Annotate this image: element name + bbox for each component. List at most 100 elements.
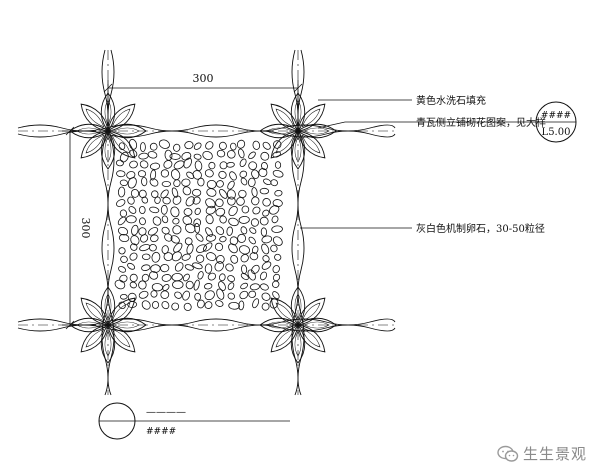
- pebble: [182, 290, 191, 301]
- pebble: [115, 159, 124, 167]
- pebble: [247, 269, 256, 281]
- pebble: [192, 196, 201, 205]
- pebble: [160, 263, 170, 273]
- pebble: [151, 283, 163, 292]
- pebble: [154, 196, 161, 204]
- pebble: [161, 245, 169, 254]
- pebble: [274, 161, 282, 169]
- pebble: [215, 300, 224, 307]
- pebble: [150, 290, 158, 298]
- pebble: [225, 263, 234, 272]
- pebble: [269, 205, 280, 215]
- pebble: [147, 151, 158, 159]
- pebble: [149, 271, 159, 280]
- dimension-vertical: [62, 126, 96, 330]
- pebble: [239, 170, 248, 178]
- pebble: [227, 275, 235, 283]
- pebble: [251, 187, 258, 198]
- pebble: [138, 290, 149, 299]
- pebble: [173, 143, 181, 152]
- pebble: [192, 262, 203, 270]
- pebble: [205, 141, 214, 150]
- pebble: [196, 244, 207, 253]
- pebble: [240, 273, 249, 281]
- pebble: [149, 206, 160, 214]
- pebble: [262, 141, 271, 150]
- pebble: [272, 291, 280, 300]
- pebble: [181, 178, 191, 187]
- pebble: [117, 226, 129, 236]
- pebble: [261, 243, 270, 255]
- pebble: [219, 215, 227, 224]
- pebble: [139, 142, 146, 153]
- pebble: [218, 273, 226, 282]
- pebble: [118, 266, 127, 273]
- pebble: [248, 151, 256, 160]
- pebble: [141, 196, 149, 204]
- pebble: [259, 271, 268, 281]
- pebble: [204, 301, 213, 309]
- pebble: [141, 264, 151, 271]
- pebble: [258, 168, 268, 178]
- pebble: [227, 150, 236, 159]
- pebble: [228, 205, 238, 217]
- pebble: [171, 187, 179, 198]
- pebble: [227, 196, 236, 206]
- pebble: [170, 235, 180, 244]
- pebble: [151, 251, 161, 263]
- pebble: [206, 188, 217, 197]
- title-block-number: ####: [146, 427, 176, 437]
- pebble: [193, 153, 202, 160]
- detail-reference-number: ####: [541, 111, 571, 121]
- pebble: [184, 141, 194, 150]
- pebble: [183, 157, 192, 169]
- dimension-horizontal-label: 300: [193, 72, 214, 85]
- wechat-icon: [497, 445, 519, 462]
- pebble: [207, 272, 217, 281]
- pebble: [119, 209, 128, 218]
- pebble: [193, 218, 202, 227]
- pebble: [192, 188, 202, 197]
- pebble: [139, 160, 149, 169]
- pebble: [127, 262, 136, 270]
- pebble: [259, 187, 270, 195]
- pebble: [171, 251, 182, 262]
- pebble: [270, 244, 278, 253]
- pebble: [228, 301, 240, 310]
- pebble: [261, 235, 273, 244]
- pebble: [274, 253, 282, 261]
- pebble: [205, 205, 216, 215]
- pebble: [140, 234, 149, 243]
- pebble: [170, 169, 181, 181]
- pebble: [131, 224, 139, 236]
- pebble: [241, 205, 250, 214]
- pebble: [129, 252, 138, 261]
- dimension-vertical-label: 300: [79, 218, 92, 239]
- pebble: [241, 264, 248, 274]
- pebble: [163, 252, 173, 262]
- pebble: [118, 301, 126, 310]
- pebble: [252, 298, 260, 309]
- pebble: [262, 209, 270, 217]
- pebble: [185, 223, 196, 234]
- pebble: [193, 142, 202, 150]
- pebble: [116, 199, 126, 207]
- pebble: [141, 253, 151, 261]
- pebble: [130, 243, 138, 251]
- pebble: [114, 279, 126, 290]
- pebble: [215, 198, 224, 208]
- pebble: [171, 302, 180, 311]
- pebble: [117, 186, 126, 198]
- pebble: [118, 247, 126, 255]
- pebble: [261, 302, 270, 311]
- pebble: [240, 226, 248, 235]
- pebble: [272, 265, 280, 274]
- pebble: [194, 207, 201, 215]
- pebble: [185, 280, 194, 290]
- pebble: [226, 161, 235, 168]
- pebble: [206, 252, 217, 262]
- pebble: [236, 197, 245, 206]
- pebble: [227, 282, 235, 291]
- pebble: [150, 169, 157, 181]
